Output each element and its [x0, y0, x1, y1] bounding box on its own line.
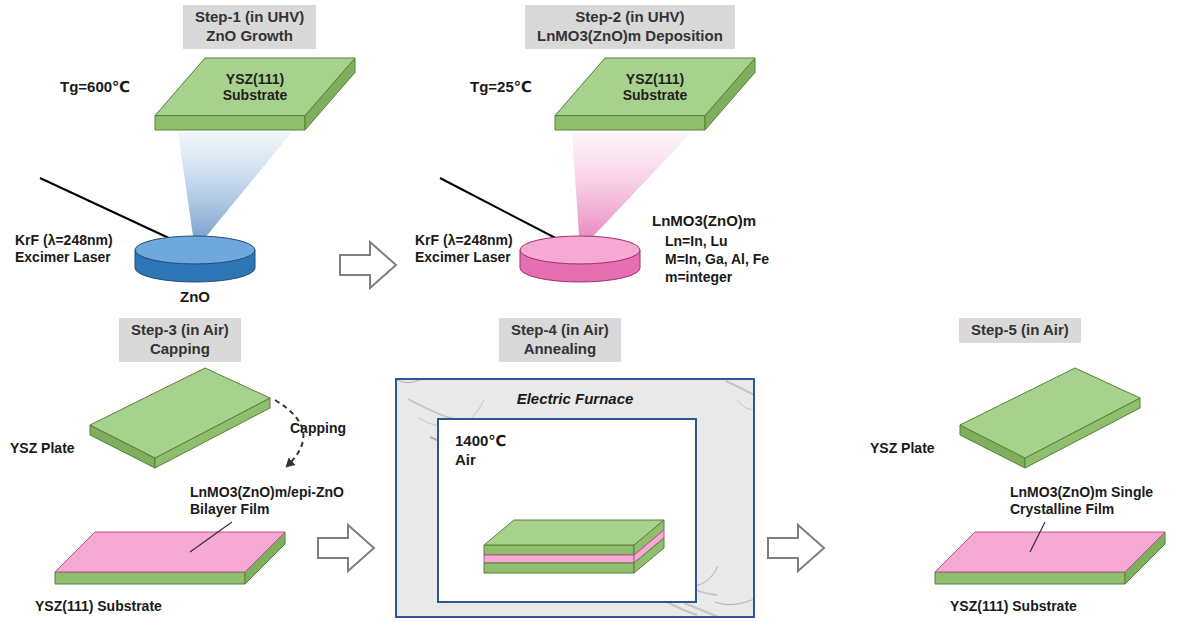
ysz-plate	[90, 368, 270, 458]
furnace-chamber: 1400℃ Air	[437, 418, 697, 603]
plate-side	[155, 116, 305, 130]
plate-label-box: YSZ(111) Substrate	[591, 58, 719, 116]
ysz-plate	[960, 368, 1140, 468]
stack-layer	[634, 538, 664, 573]
ysz-plate	[90, 368, 270, 468]
marble-vein	[726, 381, 755, 411]
step-title: Step-3 (in Air)	[131, 321, 229, 340]
composition-note: Ln=In, Lu	[665, 233, 728, 250]
marble-vein	[684, 603, 755, 618]
composition-note: m=integer	[665, 269, 732, 286]
step-title: Step-2 (in UHV)	[537, 8, 723, 27]
stack-top	[484, 520, 664, 545]
plume-cone	[178, 132, 292, 250]
stack-layer	[484, 545, 634, 555]
substrate-film	[935, 532, 1165, 572]
plate-top	[155, 58, 355, 116]
leader-line	[1030, 522, 1045, 552]
substrate-bilayer	[55, 532, 285, 572]
step-header: Step-5 (in Air)	[959, 318, 1081, 343]
step-header: Step-2 (in UHV)LnMO3(ZnO)m Deposition	[525, 5, 735, 49]
step-subtitle: LnMO3(ZnO)m Deposition	[537, 27, 723, 46]
marble-vein	[715, 584, 755, 605]
step-arrow	[768, 525, 824, 571]
plume-cone	[572, 132, 692, 250]
anneal-condition: 1400℃ Air	[455, 432, 519, 470]
leader-line	[190, 522, 232, 552]
target-disc	[135, 236, 255, 264]
target-label: LnMO3(ZnO)m	[652, 212, 756, 230]
substrate-label: YSZ(111) Substrate	[215, 71, 295, 103]
plate-label: YSZ Plate	[10, 440, 75, 457]
ysz-plate	[960, 368, 1140, 458]
step-subtitle: ZnO Growth	[195, 27, 304, 46]
substrate-label: YSZ(111) Substrate	[950, 598, 1077, 615]
substrate-bilayer	[55, 532, 285, 584]
substrate-label: YSZ(111) Substrate	[35, 598, 162, 615]
furnace-label: Electric Furnace	[397, 390, 753, 407]
step-arrow	[318, 525, 374, 571]
substrate-film	[935, 532, 1165, 584]
target-label: ZnO	[180, 288, 210, 306]
step-subtitle: Capping	[131, 340, 229, 359]
plate-label-box: YSZ(111) Substrate	[191, 58, 319, 116]
stack-layer	[484, 555, 634, 563]
marble-vein	[737, 382, 755, 410]
marble-vein	[397, 380, 442, 383]
step-title: Step-1 (in UHV)	[195, 8, 304, 27]
substrate-plate: YSZ(111) Substrate	[555, 58, 755, 130]
stack-layer	[484, 563, 634, 573]
laser-label: KrF (λ=248nm) Excimer Laser	[415, 232, 533, 266]
step-title: Step-4 (in Air)	[511, 321, 609, 340]
growth-temperature: Tg=25℃	[470, 78, 532, 96]
step-title: Step-5 (in Air)	[971, 321, 1069, 340]
plate-top	[555, 58, 755, 116]
substrate-bilayer	[55, 572, 245, 584]
target-disc	[520, 236, 640, 264]
step-header: Step-3 (in Air)Capping	[119, 318, 241, 362]
step-subtitle: Annealing	[511, 340, 609, 359]
electric-furnace: Electric Furnace 1400℃ Air	[395, 378, 755, 618]
composition-note: M=In, Ga, Al, Fe	[665, 251, 769, 268]
step-header: Step-4 (in Air)Annealing	[499, 318, 621, 362]
substrate-plate: YSZ(111) Substrate	[155, 58, 355, 130]
capping-label: Capping	[290, 420, 346, 437]
film-callout: LnMO3(ZnO)m Single Crystalline Film	[1010, 484, 1188, 518]
substrate-label: YSZ(111) Substrate	[615, 71, 695, 103]
target-disc	[520, 236, 640, 282]
laser-label: KrF (λ=248nm) Excimer Laser	[15, 232, 133, 266]
plate-label: YSZ Plate	[870, 440, 935, 457]
film-callout: LnMO3(ZnO)m/epi-ZnO Bilayer Film	[190, 484, 380, 518]
target-disc	[135, 236, 255, 282]
substrate-film	[935, 572, 1125, 584]
growth-temperature: Tg=600℃	[60, 78, 130, 96]
step-header: Step-1 (in UHV)ZnO Growth	[183, 5, 316, 49]
plate-side	[555, 116, 705, 130]
step-arrow	[340, 242, 396, 288]
